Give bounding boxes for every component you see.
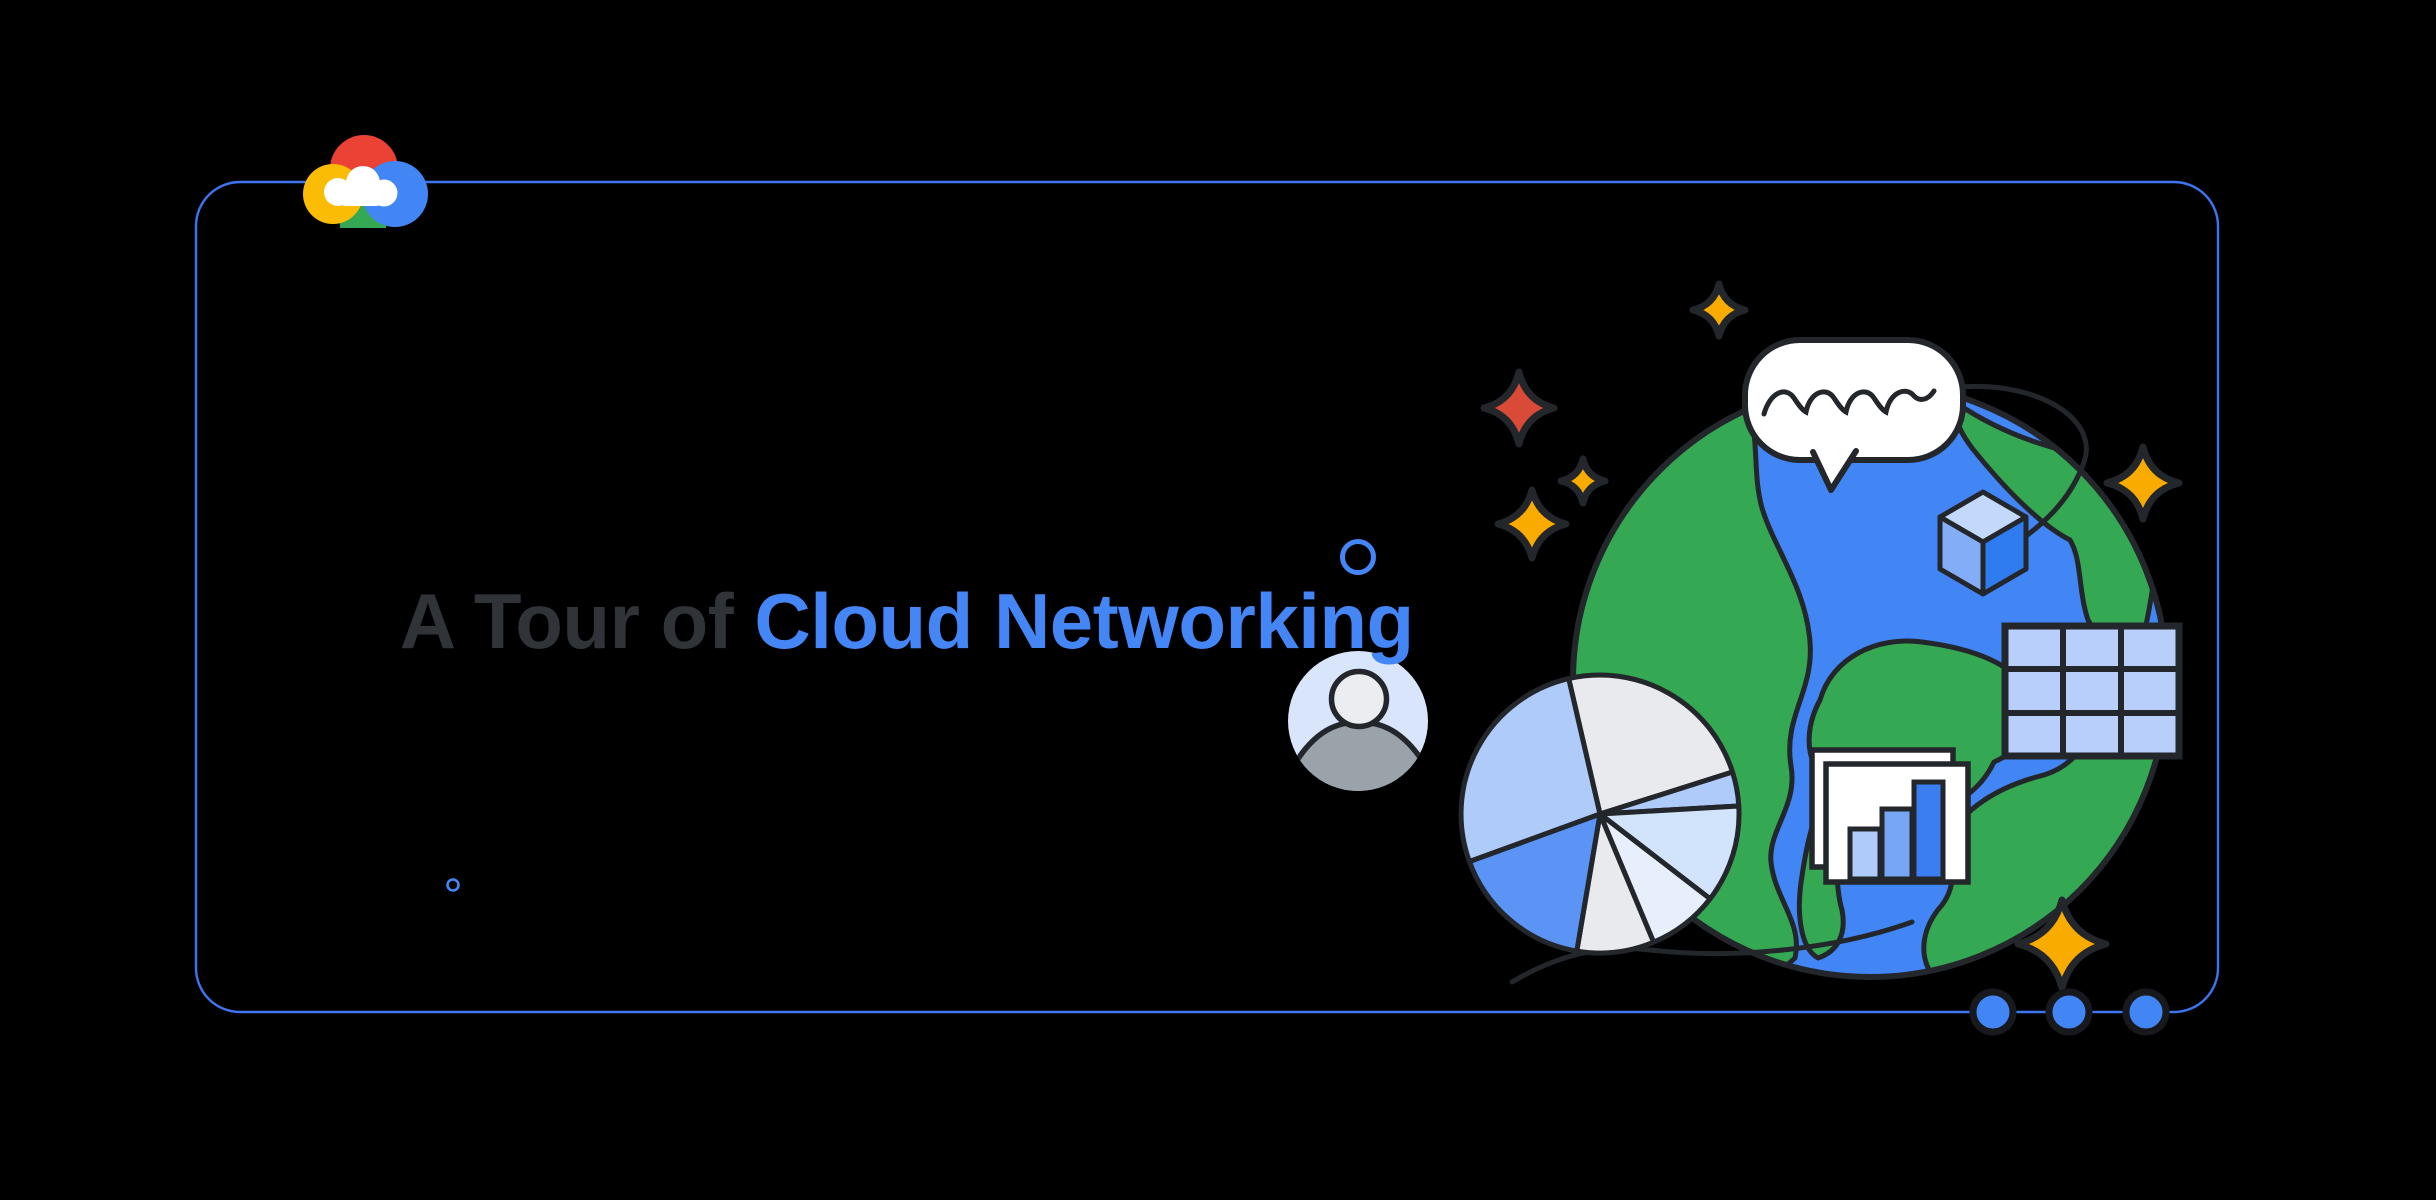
avatar-head [1328,668,1390,730]
cube-right-face [1980,514,2029,597]
sparkle-red-icon [1480,368,1558,448]
title-prefix: A Tour of [399,577,755,665]
card-border [194,180,2220,1014]
sparkle-yellow-icon [1557,455,1609,507]
pagination-dot[interactable] [1969,988,2017,1036]
pagination-dot[interactable] [2045,988,2093,1036]
chart-document-icon [1809,747,1971,885]
decor-ring-small [446,878,460,892]
pie-slice [1566,672,1735,817]
panel-grid-icon [2001,622,2183,760]
title-highlight: Cloud Networking [754,577,1414,665]
sparkle-yellow-icon [1494,486,1570,562]
bar-3 [1911,779,1946,882]
google-cloud-logo [303,135,428,228]
sparkle-yellow-icon [2014,896,2110,992]
page-title: A Tour of Cloud Networking [318,485,1414,758]
pie-slice [1466,811,1603,954]
bar-1 [1847,826,1883,882]
pie-slice [1597,803,1742,902]
speech-scribble [1761,388,1937,417]
logo-white-cloud [324,166,398,207]
pagination-dot[interactable] [2122,988,2170,1036]
decor-ring-avatar [1340,539,1376,575]
speech-bubble-body [1742,337,1966,463]
panel-grid-body [2001,622,2183,760]
sparkle-yellow-icon [1689,280,1749,340]
sparkle-yellow-icon [2103,443,2183,523]
pie-slice [1458,676,1603,864]
orbit-arc-top [1947,383,2089,553]
avatar-icon [1288,651,1428,791]
cube-icon [1937,489,2029,597]
pagination-dots [1969,988,2170,1036]
speech-bubble-icon [1742,337,1966,493]
sparkles [1480,280,2183,992]
speech-bubble-tail [1810,448,1859,493]
bar-2 [1879,806,1915,882]
pie-chart-icon [1458,672,1742,956]
orbit-arc-bottom [1509,919,1915,985]
